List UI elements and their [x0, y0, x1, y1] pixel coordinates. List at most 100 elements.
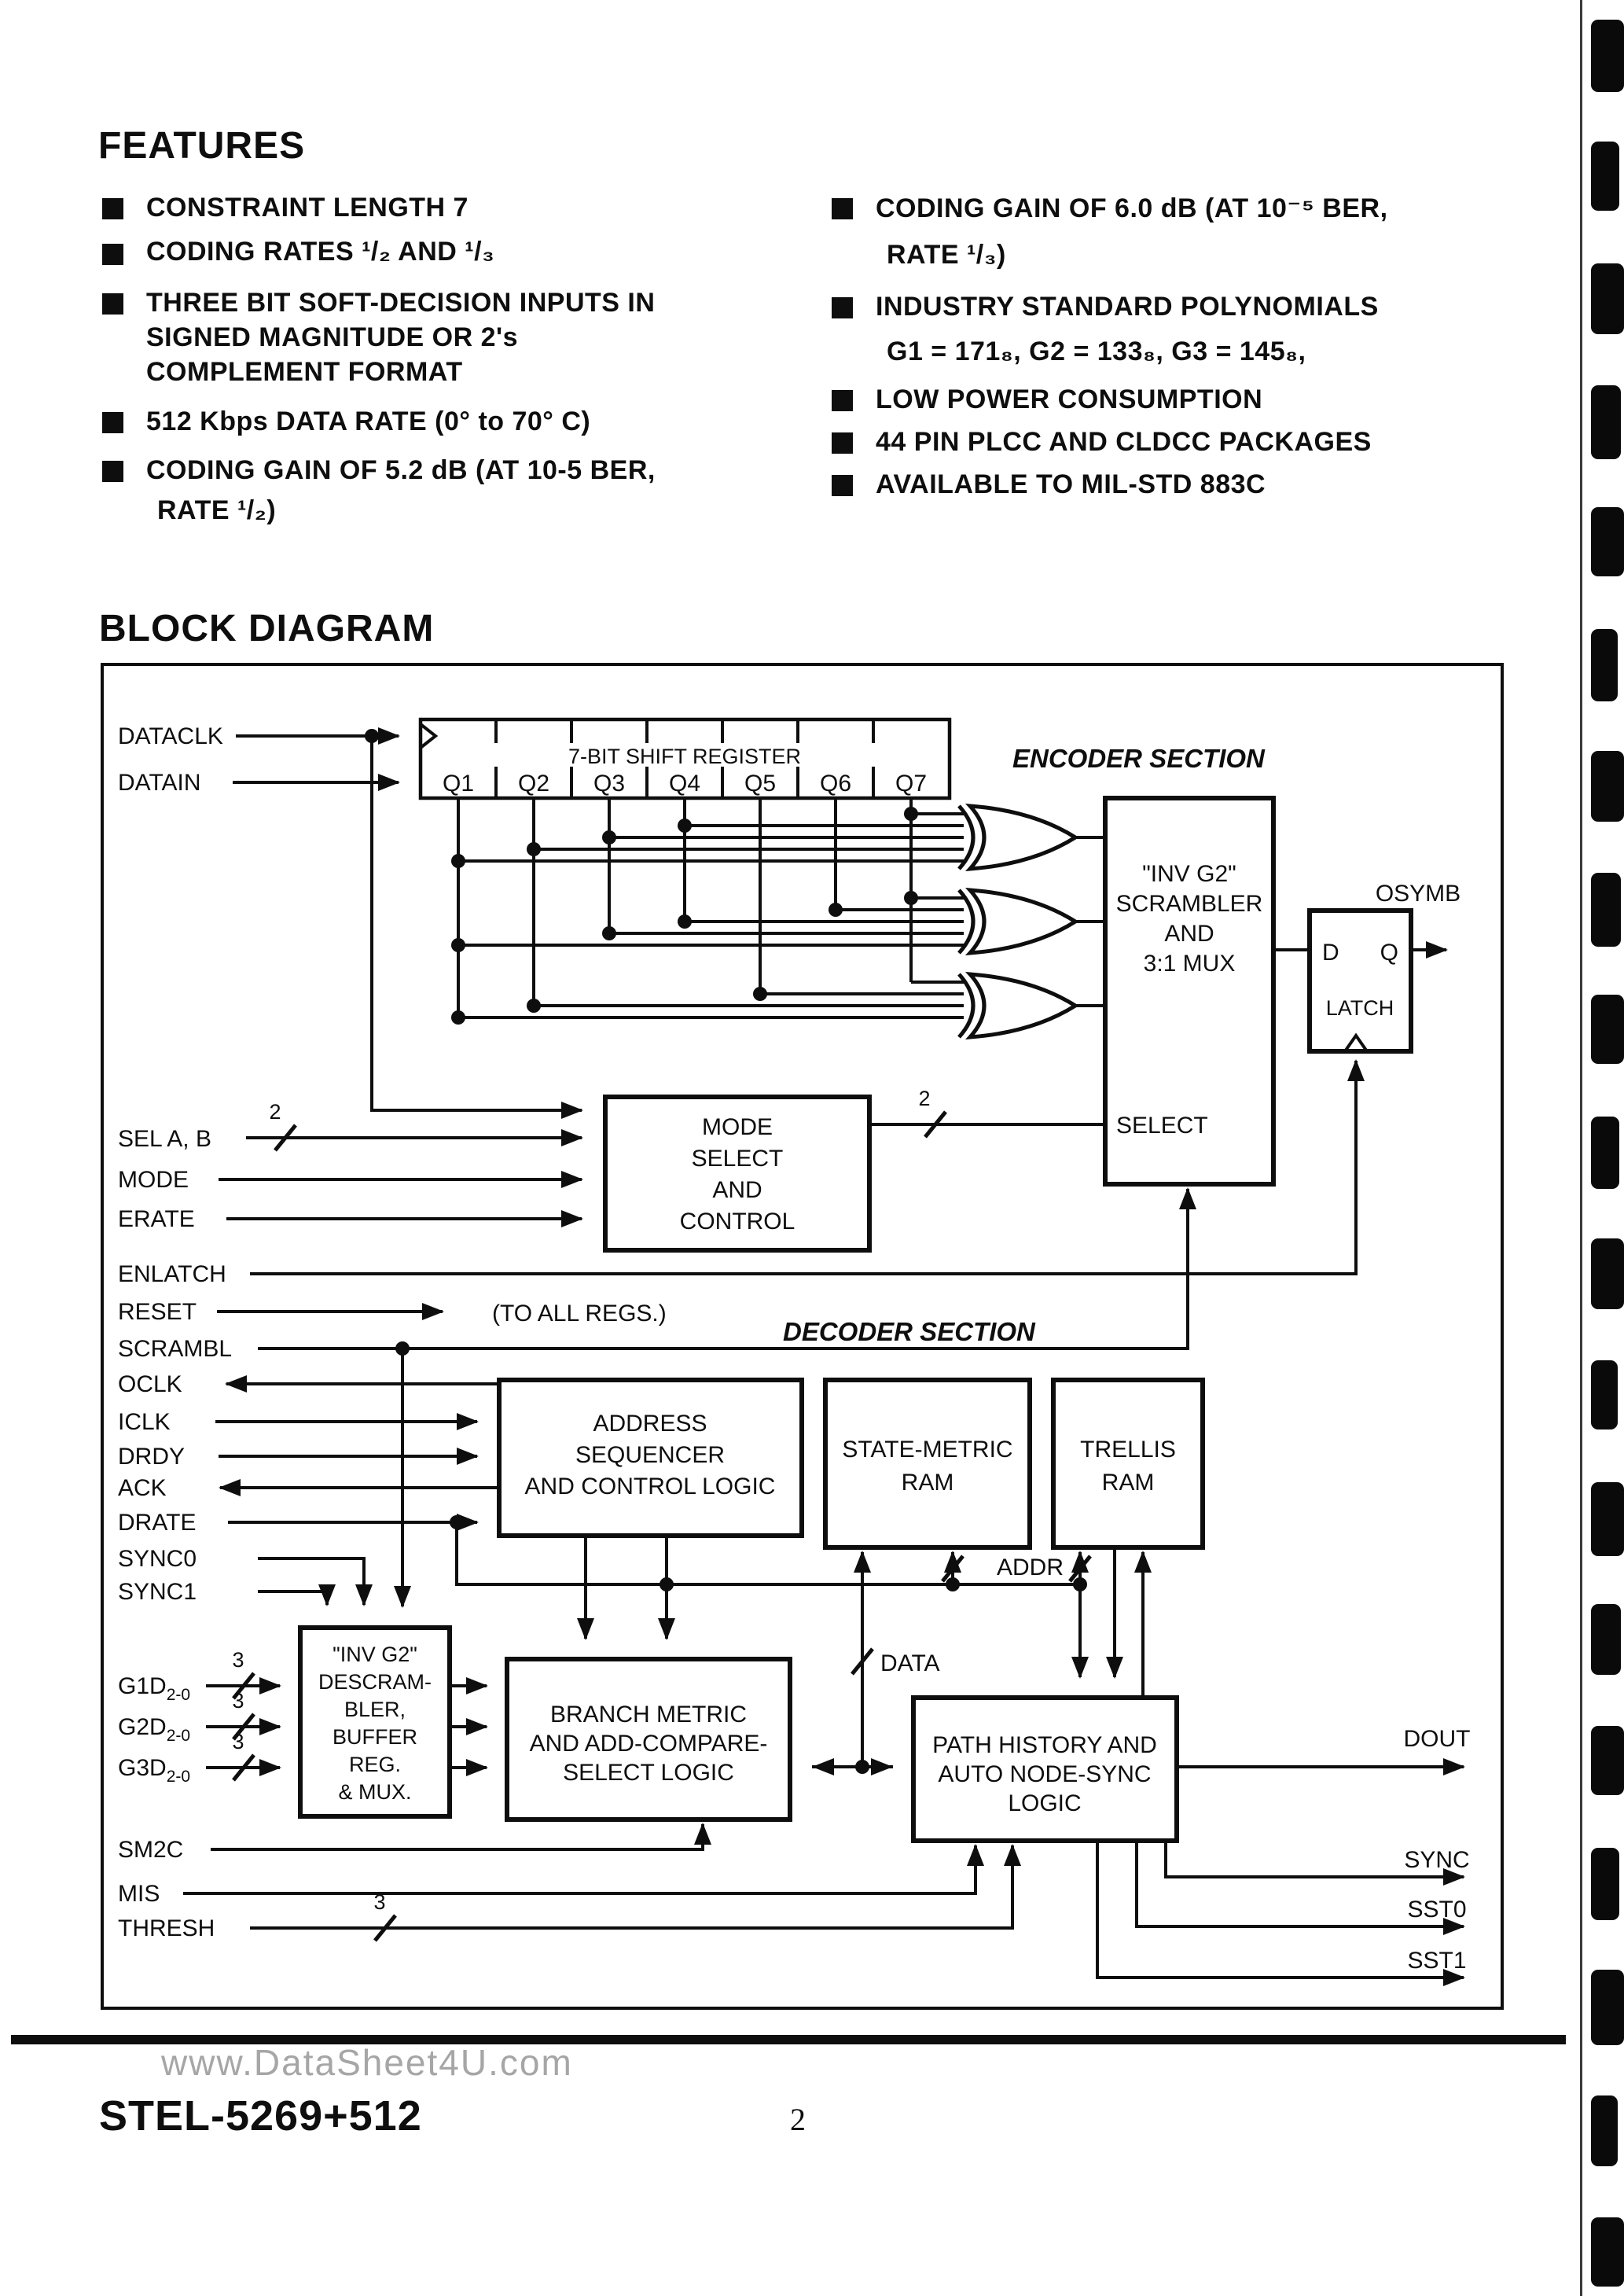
feature-item: CODING RATES ¹/₂ AND ¹/₃ [146, 237, 495, 267]
descrambler-text: & MUX. [338, 1780, 411, 1804]
binding-mark [1591, 1360, 1618, 1429]
state-ram-text: STATE-METRIC [842, 1437, 1012, 1463]
part-number: STEL-5269+512 [99, 2092, 422, 2140]
signal-label-sync1: SYNC1 [118, 1579, 197, 1605]
wire-sync [1164, 1841, 1465, 1886]
diagram-frame [101, 663, 1504, 2010]
signal-label-iclk: ICLK [118, 1409, 171, 1435]
latch-clock-triangle-icon [1343, 1032, 1369, 1053]
output-label-dout: DOUT [1404, 1726, 1471, 1752]
signal-label-thresh: THRESH [118, 1915, 215, 1941]
bus-slash [373, 1914, 397, 1942]
path-text: AUTO NODE-SYNC [938, 1761, 1151, 1787]
descrambler-text: REG. [349, 1753, 401, 1776]
bus-width: 3 [232, 1689, 244, 1713]
addr-seq-text: SEQUENCER [575, 1442, 725, 1468]
feature-item: INDUSTRY STANDARD POLYNOMIALS [876, 292, 1379, 322]
bullet-icon [102, 198, 123, 219]
scan-edge-line [1580, 0, 1582, 2296]
binding-mark [1591, 1726, 1624, 1795]
branch-metric-box [505, 1657, 792, 1822]
data-bus-label: DATA [880, 1650, 940, 1676]
scrambler-box [1103, 796, 1276, 1187]
xor-gate-icon [957, 804, 1105, 871]
register-tap-lines [457, 798, 964, 1019]
signal-label-erate: ERATE [118, 1206, 195, 1232]
output-label-sst0: SST0 [1407, 1897, 1466, 1923]
addr-seq-text: ADDRESS [593, 1411, 707, 1437]
state-ram-text: RAM [902, 1470, 954, 1496]
bus-width: 3 [232, 1730, 244, 1753]
bullet-icon [102, 412, 123, 433]
to-all-regs-note: (TO ALL REGS.) [492, 1301, 667, 1326]
tap-junction-dots [451, 807, 918, 1025]
decoder-section-label: DECODER SECTION [783, 1317, 1036, 1346]
signal-label-g2d: G2D2-0 [118, 1714, 190, 1745]
wire-sst0 [1135, 1841, 1465, 1935]
branch-text: SELECT LOGIC [563, 1760, 734, 1786]
feature-item: AVAILABLE TO MIL-STD 883C [876, 469, 1266, 499]
path-history-box [911, 1695, 1179, 1843]
binding-mark [1591, 1238, 1624, 1309]
feature-item-continuation: G1 = 171₈, G2 = 133₈, G3 = 145₈, [887, 337, 1306, 366]
trellis-ram-text: RAM [1102, 1470, 1155, 1496]
descrambler-box [298, 1625, 452, 1819]
bus-slash [274, 1124, 297, 1152]
address-sequencer-box [497, 1378, 804, 1538]
register-cell: Q3 [593, 771, 625, 797]
bullet-icon [832, 198, 853, 219]
path-text: LOGIC [1008, 1790, 1081, 1816]
signal-label-sm2c: SM2C [118, 1837, 183, 1863]
signal-label-drate: DRATE [118, 1510, 196, 1536]
clock-chevron-icon [419, 723, 439, 749]
bus-width: 2 [269, 1100, 281, 1124]
wire-dataclk-branch [370, 736, 583, 1119]
mode-box-text: SELECT [692, 1146, 784, 1172]
signal-label-dataclk: DATACLK [118, 723, 223, 749]
wire-sync1 [258, 1584, 336, 1606]
bus-slash [1068, 1555, 1092, 1583]
signal-label-mode: MODE [118, 1167, 189, 1193]
bullet-icon [102, 461, 123, 482]
addr-seq-text: AND CONTROL LOGIC [525, 1474, 776, 1499]
signal-label-drdy: DRDY [118, 1444, 185, 1470]
register-cell: Q6 [820, 771, 851, 797]
block-diagram: ENCODER SECTION DECODER SECTION 7-BIT SH… [101, 663, 1504, 2010]
scrambler-select-label: SELECT [1116, 1113, 1208, 1139]
register-ticks [494, 719, 875, 798]
xor-gate-icon [957, 972, 1105, 1039]
binding-mark [1591, 2217, 1624, 2287]
signal-label-g3d: G3D2-0 [118, 1755, 190, 1786]
output-label-sst1: SST1 [1407, 1948, 1466, 1974]
feature-item-continuation: RATE ¹/₃) [887, 240, 1006, 270]
binding-mark [1591, 1848, 1619, 1920]
path-text: PATH HISTORY AND [932, 1732, 1157, 1758]
signal-label-enlatch: ENLATCH [118, 1261, 226, 1287]
register-cell: Q7 [895, 771, 927, 797]
signal-label-datain: DATAIN [118, 770, 201, 796]
wire-thresh [250, 1844, 1021, 1930]
latch-label: LATCH [1326, 996, 1394, 1020]
signal-label-reset: RESET [118, 1299, 197, 1325]
feature-item-continuation: RATE ¹/₂) [157, 495, 277, 525]
bullet-icon [832, 432, 853, 454]
binding-mark [1591, 1482, 1624, 1556]
state-metric-ram-box [823, 1378, 1032, 1550]
bullet-icon [832, 390, 853, 411]
register-cell: Q2 [518, 771, 549, 797]
scrambler-text: SCRAMBLER [1116, 891, 1263, 917]
register-title: 7-BIT SHIFT REGISTER [568, 745, 801, 768]
wire-sync0 [258, 1557, 373, 1606]
xor-gate-icon [957, 888, 1105, 955]
latch-box [1307, 908, 1413, 1054]
wire-scrambl [258, 1187, 1196, 1350]
binding-mark [1591, 142, 1619, 211]
signal-label-mis: MIS [118, 1881, 160, 1907]
bus-slash [232, 1713, 255, 1741]
scrambler-text: AND [1164, 921, 1214, 947]
feature-item: 44 PIN PLCC AND CLDCC PACKAGES [876, 427, 1372, 457]
signal-label-oclk: OCLK [118, 1371, 182, 1397]
feature-item: CONSTRAINT LENGTH 7 [146, 193, 468, 223]
bullet-icon [832, 475, 853, 496]
signal-label-sync0: SYNC0 [118, 1546, 197, 1572]
